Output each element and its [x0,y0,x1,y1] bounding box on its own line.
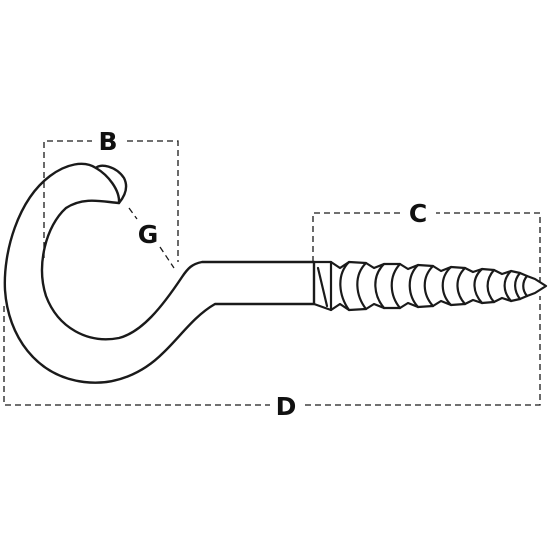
dimension-d-guide [3,296,541,406]
thread-lines [316,260,529,312]
dimension-g-guide [128,207,175,269]
label-d: D [276,392,297,421]
label-c: C [409,199,427,228]
dimension-lines [3,140,541,406]
label-g: G [138,220,159,249]
label-b: B [98,127,117,156]
hook-body [3,162,316,384]
hook-tip [94,166,121,205]
thread-outline [312,260,548,312]
threaded-shank [312,260,548,312]
